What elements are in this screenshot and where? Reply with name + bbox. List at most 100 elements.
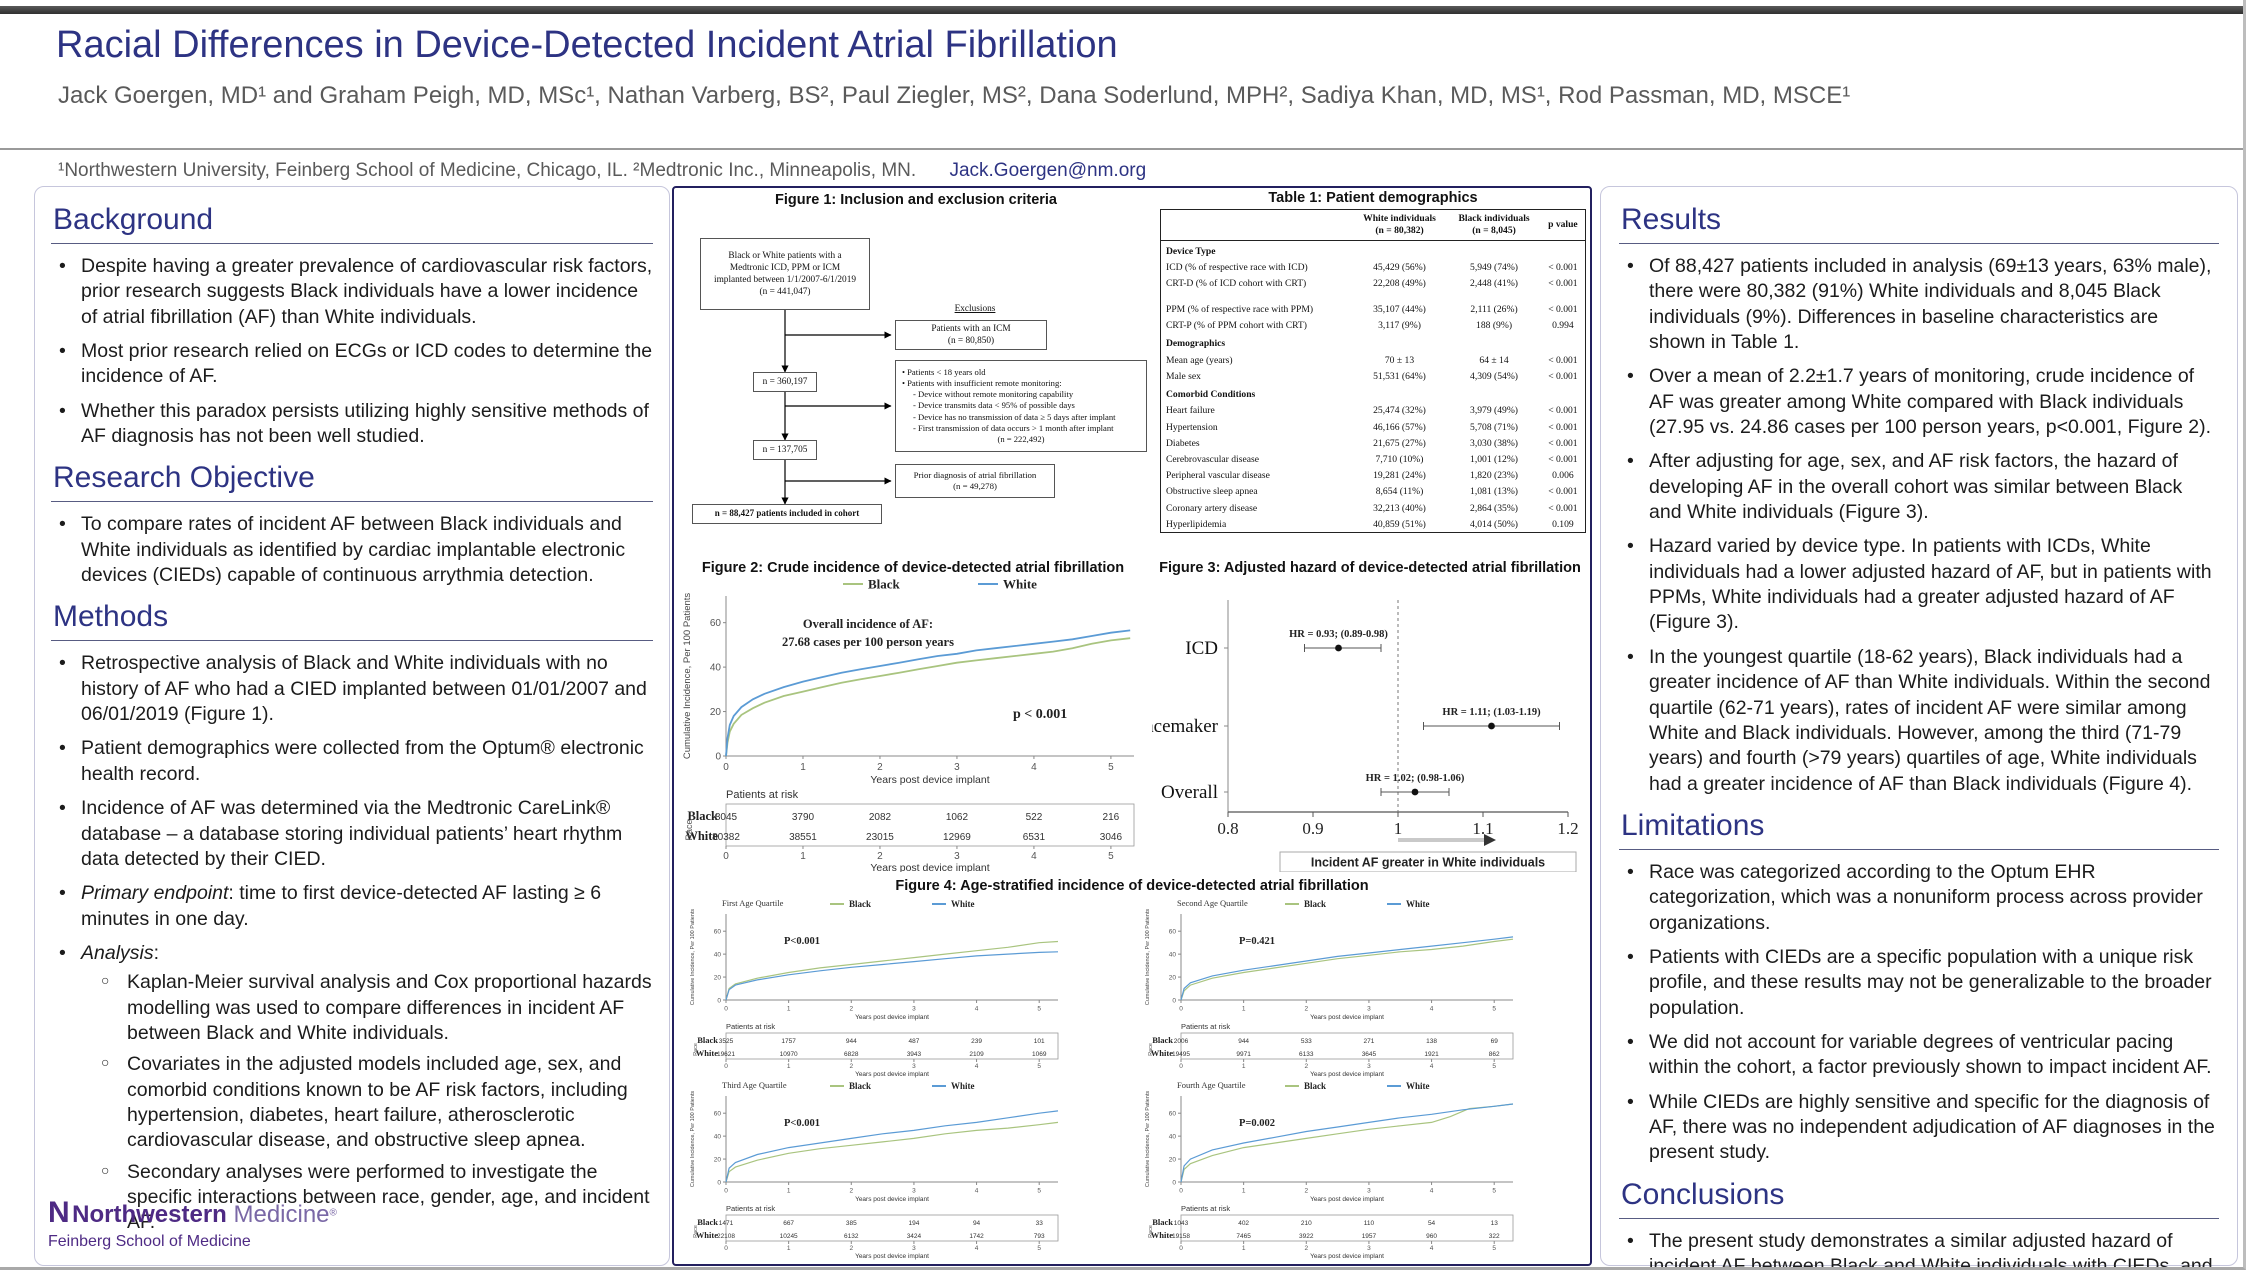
- y-tick-label: 40: [1169, 1133, 1177, 1140]
- forest-arrow-caption: Incident AF greater in White individuals: [1311, 856, 1545, 870]
- x-tick-label: 0: [1179, 1006, 1183, 1013]
- x-tick-label: 0: [723, 762, 729, 773]
- x-tick-label: 0: [723, 851, 729, 862]
- affiliations: ¹Northwestern University, Feinberg Schoo…: [58, 160, 1146, 182]
- forest-row-label: ICD: [1185, 638, 1218, 659]
- x-tick-label: 0.9: [1302, 819, 1323, 838]
- bullet-item: Patients with CIEDs are a specific popul…: [1619, 945, 2219, 1021]
- figures-panel: Figure 1: Inclusion and exclusion criter…: [672, 186, 1592, 1266]
- y-axis-label: Cumulative Incidence, Per 100 Patients: [690, 1091, 696, 1188]
- p-value-label: P<0.001: [784, 936, 820, 947]
- y-tick-label: 0: [717, 1179, 721, 1186]
- flow-box-excl-icm: Patients with an ICM (n = 80,850): [895, 320, 1047, 350]
- x-tick-label: 0: [724, 1188, 728, 1195]
- p-value-label: p < 0.001: [1013, 707, 1067, 722]
- y-tick-label: 0: [1172, 1179, 1176, 1186]
- x-tick-label: 1.2: [1557, 819, 1578, 838]
- methods-heading: Methods: [53, 600, 169, 634]
- y-tick-label: 40: [714, 951, 722, 958]
- x-tick-label: 5: [1037, 1063, 1041, 1070]
- risk-table-label: Patients at risk: [726, 1022, 775, 1031]
- header-divider: [0, 148, 2243, 150]
- section-background: Background Despite having a greater prev…: [51, 203, 653, 449]
- x-tick-label: 1.1: [1472, 819, 1493, 838]
- risk-count: 69: [1491, 1038, 1499, 1045]
- x-tick-label: 3: [912, 1188, 916, 1195]
- risk-count: 1957: [1362, 1233, 1377, 1240]
- conclusions-bullets: The present study demonstrates a similar…: [1619, 1229, 2219, 1267]
- risk-table-label: Patients at risk: [726, 789, 799, 801]
- km-curve-white: [725, 1110, 1059, 1183]
- bullet-item: Hazard varied by device type. In patient…: [1619, 534, 2219, 635]
- x-tick-label: 1: [1242, 1245, 1246, 1252]
- x-tick-label: 0: [1179, 1063, 1183, 1070]
- risk-count: 19495: [1172, 1051, 1190, 1058]
- y-tick-label: 20: [714, 974, 722, 981]
- left-column: Background Despite having a greater prev…: [34, 186, 670, 1266]
- right-column: Results Of 88,427 patients included in a…: [1600, 186, 2238, 1267]
- hazard-ratio-label: HR = 0.93; (0.89-0.98): [1289, 629, 1388, 640]
- logo-division: Medicine: [226, 1201, 330, 1228]
- legend-label: Black: [1304, 899, 1326, 909]
- x-tick-label: 1: [800, 851, 806, 862]
- risk-count: 3922: [1299, 1233, 1314, 1240]
- y-tick-label: 20: [710, 707, 722, 718]
- bullet-item: Despite having a greater prevalence of c…: [51, 254, 653, 330]
- x-tick-label: 1: [787, 1188, 791, 1195]
- bullet-item: The present study demonstrates a similar…: [1619, 1229, 2219, 1267]
- x-tick-label: 0: [724, 1063, 728, 1070]
- x-tick-label: 4: [975, 1006, 979, 1013]
- x-tick-label: 3: [1367, 1063, 1371, 1070]
- y-tick-label: 20: [1169, 1156, 1177, 1163]
- sub-bullet-item: Secondary analyses were performed to inv…: [95, 1160, 653, 1236]
- results-heading: Results: [1621, 203, 1722, 236]
- risk-count: 33: [1036, 1220, 1044, 1227]
- figure3-title: Figure 3: Adjusted hazard of device-dete…: [1159, 560, 1581, 576]
- y-tick-label: 40: [714, 1133, 722, 1140]
- bullet-item: Most prior research relied on ECGs or IC…: [51, 339, 653, 390]
- table-section-row: Demographics: [1166, 338, 1226, 350]
- panel-title: Third Age Quartile: [722, 1080, 787, 1090]
- panel-title: First Age Quartile: [722, 898, 784, 908]
- bullet-item: Analysis:Kaplan-Meier survival analysis …: [51, 941, 653, 1236]
- x-tick-label: 5: [1492, 1063, 1496, 1070]
- chart-annotation: Overall incidence of AF:: [803, 617, 933, 631]
- results-bullets: Of 88,427 patients included in analysis …: [1619, 254, 2219, 797]
- risk-count: 1043: [1174, 1220, 1189, 1227]
- affiliation-text: ¹Northwestern University, Feinberg Schoo…: [58, 160, 917, 181]
- x-tick-label: 2: [877, 851, 883, 862]
- risk-count: 38551: [789, 832, 817, 843]
- risk-count: 385: [846, 1220, 857, 1227]
- risk-row-name: Black: [1152, 1217, 1173, 1227]
- table-section-row: Device Type: [1166, 245, 1216, 257]
- risk-count: 94: [973, 1220, 981, 1227]
- risk-count: 862: [1489, 1051, 1500, 1058]
- km-curve-black: [1180, 1103, 1514, 1183]
- risk-count: 54: [1428, 1220, 1436, 1227]
- x-axis-label: Years post device implant: [855, 1071, 929, 1078]
- x-tick-label: 0: [724, 1006, 728, 1013]
- hazard-ratio-label: HR = 1.02; (0.98-1.06): [1366, 773, 1465, 784]
- flow-criteria-line: - Device without remote monitoring capab…: [913, 389, 1074, 400]
- logo-wordmark: Northwestern: [72, 1201, 227, 1228]
- section-conclusions: Conclusions The present study demonstrat…: [1619, 1178, 2219, 1267]
- x-axis-label: Years post device implant: [1310, 1253, 1384, 1260]
- risk-count: 239: [971, 1038, 982, 1045]
- page-title: Racial Differences in Device-Detected In…: [56, 24, 1118, 66]
- x-tick-label: 3: [912, 1006, 916, 1013]
- x-tick-label: 0.8: [1217, 819, 1238, 838]
- bullet-item: Patient demographics were collected from…: [51, 736, 653, 787]
- risk-count: 402: [1238, 1220, 1249, 1227]
- risk-count: 1757: [781, 1038, 796, 1045]
- bullet-item: While CIEDs are highly sensitive and spe…: [1619, 1090, 2219, 1166]
- race-axis-label: Race: [693, 1225, 699, 1238]
